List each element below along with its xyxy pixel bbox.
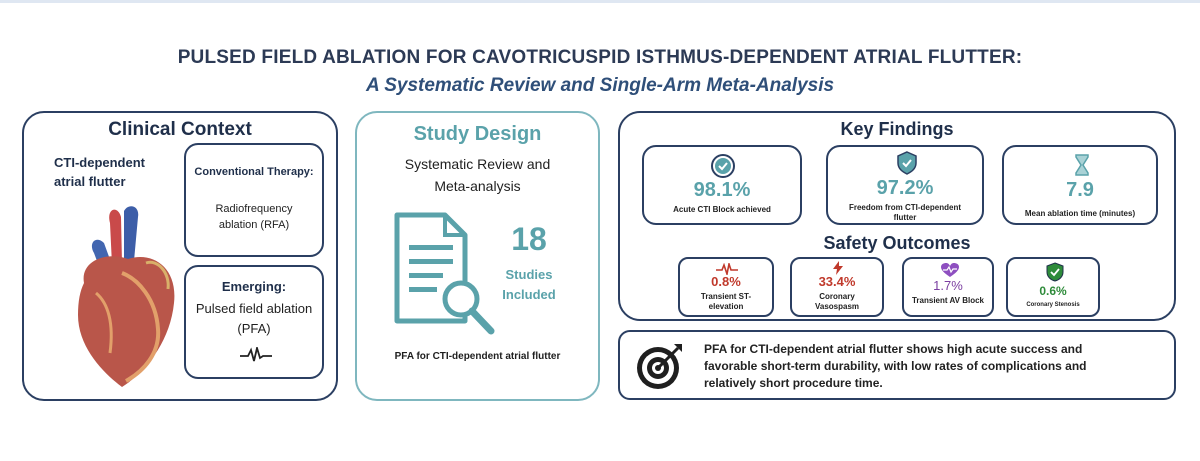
conventional-therapy-box: Conventional Therapy: Radiofrequency abl…	[184, 143, 324, 257]
shield-check-icon	[1046, 262, 1064, 282]
page-subtitle: A Systematic Review and Single-Arm Meta-…	[365, 75, 835, 96]
finding-card-ablation-time: 7.9 Mean ablation time (minutes)	[1002, 145, 1158, 225]
emerging-therapy-body: Pulsed field ablation (PFA)	[195, 301, 313, 336]
condition-label: CTI-dependent atrial flutter	[54, 155, 145, 189]
finding-card-acute-block: 98.1% Acute CTI Block achieved	[642, 145, 802, 225]
clinical-context-panel: Clinical Context CTI-dependent atrial fl…	[22, 111, 338, 401]
vasospasm-value: 33.4%	[818, 274, 856, 289]
emerging-therapy-box: Emerging: Pulsed field ablation (PFA)	[184, 265, 324, 379]
conclusion-text: PFA for CTI-dependent atrial flutter sho…	[704, 342, 1087, 390]
st-elevation-value: 0.8%	[711, 274, 741, 289]
vasospasm-label: Coronary Vasospasm	[814, 292, 860, 311]
av-block-label: Transient AV Block	[911, 296, 985, 305]
ablation-time-value: 7.9	[1066, 179, 1094, 201]
conventional-therapy-body: Radiofrequency ablation (RFA)	[215, 203, 293, 231]
av-block-value: 1.7%	[933, 278, 963, 293]
page-title: PULSED FIELD ABLATION FOR CAVOTRICUSPID …	[177, 47, 1023, 68]
ablation-time-label: Mean ablation time (minutes)	[1024, 209, 1136, 218]
top-border-line	[0, 0, 1200, 3]
document-search-icon	[394, 212, 495, 335]
safety-card-vasospasm: 33.4% Coronary Vasospasm	[790, 257, 884, 317]
shield-check-icon	[897, 151, 917, 175]
key-findings-panel: Key Findings 98.1% Acute CTI Block achie…	[618, 111, 1176, 321]
emerging-therapy-heading: Emerging:	[221, 279, 287, 294]
clinical-context-title: Clinical Context	[108, 119, 252, 140]
check-circle-icon	[711, 154, 735, 178]
target-icon	[637, 344, 682, 389]
safety-card-stenosis: 0.6% Coronary Stenosis	[1006, 257, 1100, 317]
freedom-flutter-label: Freedom from CTI-dependent flutter	[848, 203, 961, 222]
stenosis-label: Coronary Stenosis	[1026, 302, 1080, 308]
lightning-icon	[833, 261, 843, 275]
st-elevation-label: Transient ST-elevation	[700, 292, 752, 311]
conclusion-panel: PFA for CTI-dependent atrial flutter sho…	[618, 330, 1176, 400]
hourglass-icon	[1075, 154, 1089, 176]
study-design-panel: Study Design Systematic Review and Meta-…	[355, 111, 600, 401]
acute-block-value: 98.1%	[693, 179, 751, 201]
safety-card-av-block: 1.7% Transient AV Block	[902, 257, 994, 317]
study-design-subtitle: Systematic Review and Meta-analysis	[404, 156, 551, 194]
key-findings-title: Key Findings	[840, 119, 954, 139]
ecg-icon	[716, 263, 738, 275]
freedom-flutter-value: 97.2%	[876, 177, 934, 199]
study-design-title: Study Design	[413, 123, 542, 145]
study-design-footer: PFA for CTI-dependent atrial flutter	[394, 351, 561, 362]
acute-block-label: Acute CTI Block achieved	[673, 205, 771, 214]
heart-illustration	[78, 206, 175, 387]
safety-outcomes-title: Safety Outcomes	[823, 233, 971, 253]
stenosis-value: 0.6%	[1039, 284, 1067, 298]
conventional-therapy-heading: Conventional Therapy:	[194, 166, 314, 178]
heart-pulse-icon	[941, 263, 959, 277]
studies-count-label: Studies Included	[502, 267, 556, 302]
safety-card-st-elevation: 0.8% Transient ST-elevation	[678, 257, 774, 317]
pulse-waveform-icon	[240, 347, 272, 362]
studies-count: 18	[511, 221, 547, 257]
finding-card-freedom-flutter: 97.2% Freedom from CTI-dependent flutter	[826, 145, 984, 225]
